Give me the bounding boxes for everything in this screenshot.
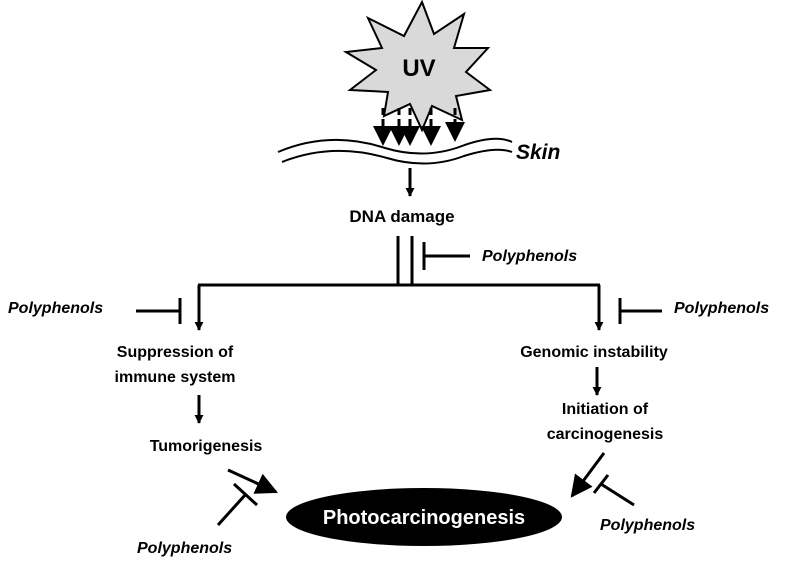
- dna-damage-label: DNA damage: [349, 207, 454, 226]
- polyphenols-bottom-left-label: Polyphenols: [137, 540, 232, 557]
- uv-radiation-arrows: [373, 108, 465, 146]
- suppression-label-line2: immune system: [115, 369, 236, 386]
- uv-starburst-shape: [342, 0, 493, 133]
- polyphenols-left-inhibitor: [136, 298, 182, 324]
- polyphenols-right-inhibitor: [618, 298, 662, 324]
- uv-label: UV: [402, 55, 435, 82]
- polyphenols-top-label: Polyphenols: [482, 248, 577, 265]
- dna-damage-stem: [396, 236, 414, 284]
- initiation-to-photocarcinogenesis-arrow: [570, 452, 606, 498]
- photocarcinogenesis-label: Photocarcinogenesis: [323, 507, 525, 529]
- polyphenols-left-label: Polyphenols: [8, 300, 103, 317]
- polyphenols-right-label: Polyphenols: [674, 300, 769, 317]
- tumorigenesis-to-photocarcinogenesis-arrow: [227, 468, 278, 494]
- initiation-label-line1: Initiation of: [562, 401, 649, 418]
- skin-layer: [277, 137, 513, 165]
- polyphenols-bottom-left-inhibitor: [216, 482, 259, 527]
- photocarcinogenesis-ellipse: [286, 488, 562, 546]
- skin-label: Skin: [516, 141, 560, 164]
- suppression-label-line1: Suppression of: [117, 344, 234, 361]
- initiation-label-line2: carcinogenesis: [547, 426, 664, 443]
- polyphenols-bottom-right-inhibitor: [592, 474, 635, 507]
- polyphenols-bottom-right-label: Polyphenols: [600, 517, 695, 534]
- tumorigenesis-label: Tumorigenesis: [150, 438, 263, 455]
- polyphenols-top-inhibitor: [422, 242, 470, 270]
- genomic-instability-label: Genomic instability: [520, 344, 668, 361]
